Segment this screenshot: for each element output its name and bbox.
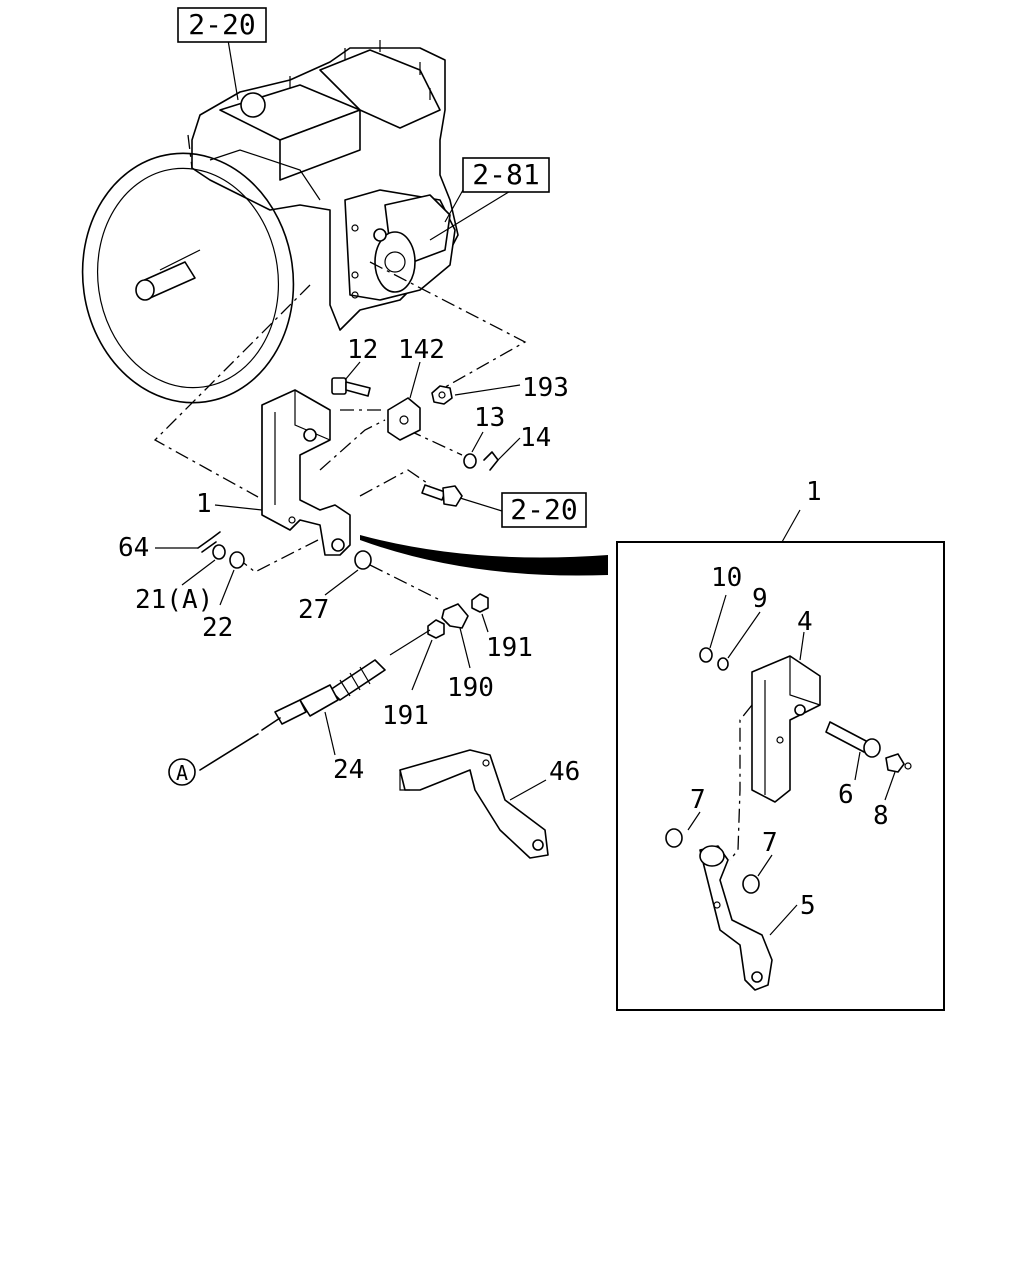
callout-a-label: A (176, 761, 188, 785)
washer-13-icon (463, 453, 477, 469)
detail-label-9: 9 (752, 584, 768, 614)
reference-box-top-label: 2-20 (188, 8, 255, 41)
detail-label-5: 5 (800, 891, 816, 921)
label-13: 13 (474, 403, 505, 433)
joint-190-icon (441, 603, 469, 629)
pin-14-icon (483, 451, 499, 471)
detail-label-4: 4 (797, 607, 813, 637)
label-46: 46 (549, 757, 580, 787)
detail-bush-7-top-icon (665, 828, 683, 848)
leader-lines (155, 39, 547, 801)
detail-lever-5 (699, 845, 773, 991)
detail-bracket-4 (751, 655, 821, 803)
label-14: 14 (520, 423, 551, 453)
label-142: 142 (398, 335, 445, 365)
bracket-part-1 (261, 389, 351, 556)
detail-label-7-bottom: 7 (762, 828, 778, 858)
label-21a: 21(A) (135, 585, 213, 615)
label-1: 1 (196, 489, 212, 519)
nut-191-left-icon (427, 619, 445, 639)
detail-bolt-6-icon (825, 721, 881, 758)
alignment-lines (153, 134, 527, 601)
label-64: 64 (118, 533, 149, 563)
detail-label-10: 10 (711, 563, 742, 593)
label-22: 22 (202, 613, 233, 643)
nut-193-icon (431, 385, 453, 405)
detail-title: 1 (806, 477, 822, 507)
bolt-12-icon (331, 377, 371, 397)
fasteners (197, 377, 499, 639)
lever-46 (399, 749, 549, 859)
bolt-2-20-icon (421, 484, 463, 507)
callout-a-marker[interactable]: A (168, 758, 196, 786)
detail-label-6: 6 (838, 780, 854, 810)
reference-box-right[interactable]: 2-81 (462, 157, 550, 193)
transmission-housing (81, 40, 459, 404)
detail-label-8: 8 (873, 801, 889, 831)
detail-label-7-top: 7 (690, 785, 706, 815)
label-12: 12 (347, 335, 378, 365)
label-27: 27 (298, 595, 329, 625)
washer-21a-icon (212, 544, 226, 560)
detail-bush-7-bottom-icon (742, 874, 760, 894)
block-142-icon (387, 397, 421, 441)
detail-arrow (360, 535, 608, 576)
cotter-pin-64-icon (197, 531, 221, 553)
detail-washer-9-icon (717, 657, 729, 671)
reference-box-bolt[interactable]: 2-20 (501, 492, 587, 528)
nut-191-right-icon (471, 593, 489, 613)
washer-22-icon (229, 551, 245, 569)
label-190: 190 (447, 673, 494, 703)
label-191-left: 191 (382, 701, 429, 731)
label-193: 193 (522, 373, 569, 403)
detail-nipple-8-icon (885, 753, 912, 773)
label-24: 24 (333, 755, 364, 785)
control-cable-24 (199, 629, 431, 771)
reference-box-top[interactable]: 2-20 (177, 7, 267, 43)
label-191-right: 191 (486, 633, 533, 663)
bush-27-icon (354, 550, 372, 570)
detail-box: 1 (616, 477, 945, 1011)
part-labels: 12 142 193 13 14 1 64 21(A) 22 27 191 19… (118, 335, 580, 787)
reference-box-right-label: 2-81 (472, 158, 539, 191)
reference-box-bolt-label: 2-20 (510, 493, 577, 526)
detail-washer-10-icon (699, 647, 713, 663)
